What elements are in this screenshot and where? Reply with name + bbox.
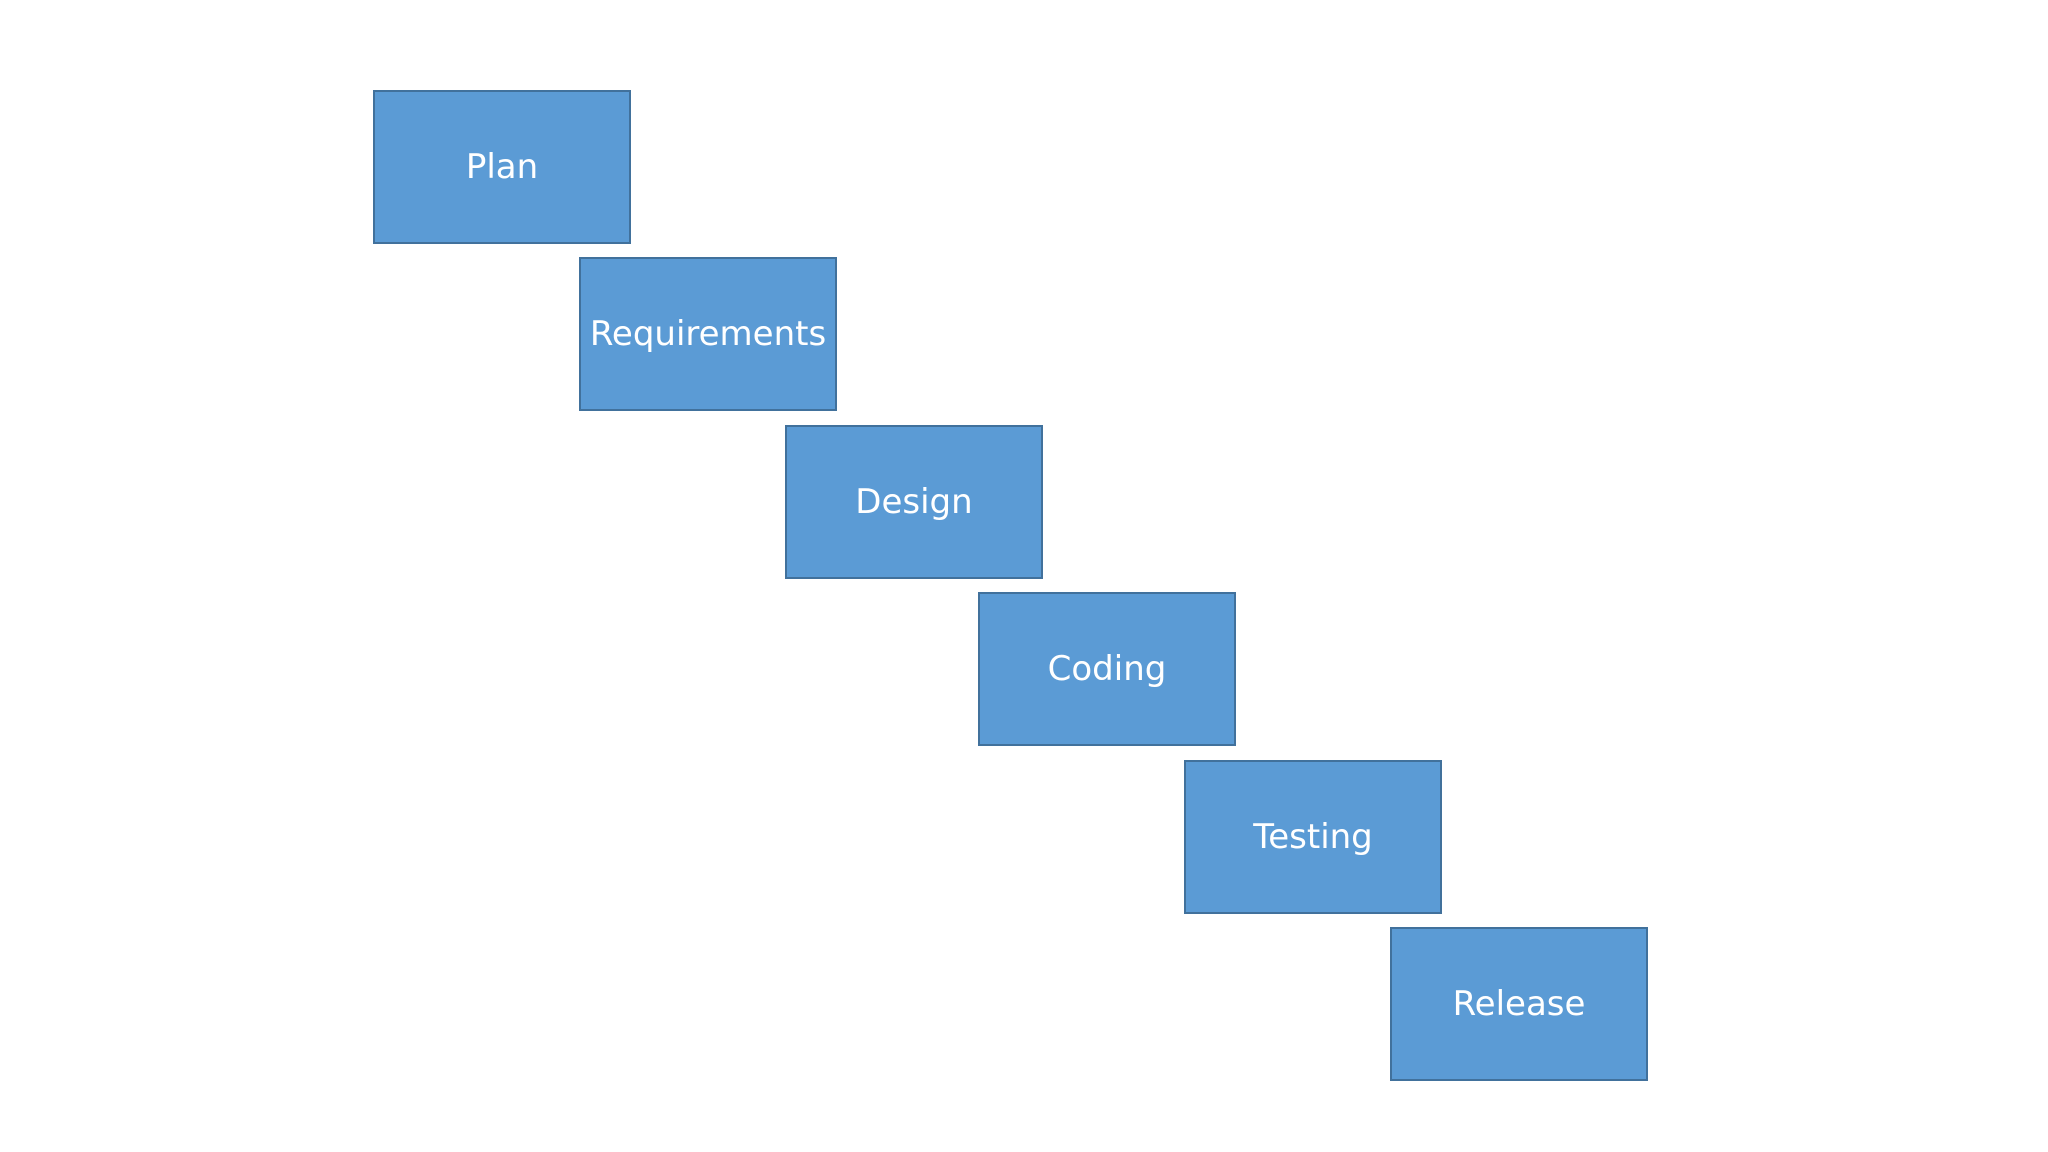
step-plan-label: Plan (465, 147, 539, 187)
step-testing-box: Testing (1184, 760, 1442, 914)
step-coding-box: Coding (978, 592, 1236, 746)
step-release-box: Release (1390, 927, 1648, 1081)
step-requirements-label: Requirements (589, 314, 827, 354)
step-coding-label: Coding (1047, 649, 1167, 689)
step-release-label: Release (1452, 984, 1586, 1024)
step-plan-box: Plan (373, 90, 631, 244)
step-testing-label: Testing (1253, 817, 1373, 857)
step-design-box: Design (785, 425, 1043, 579)
step-design-label: Design (855, 482, 973, 522)
step-requirements-box: Requirements (579, 257, 837, 411)
